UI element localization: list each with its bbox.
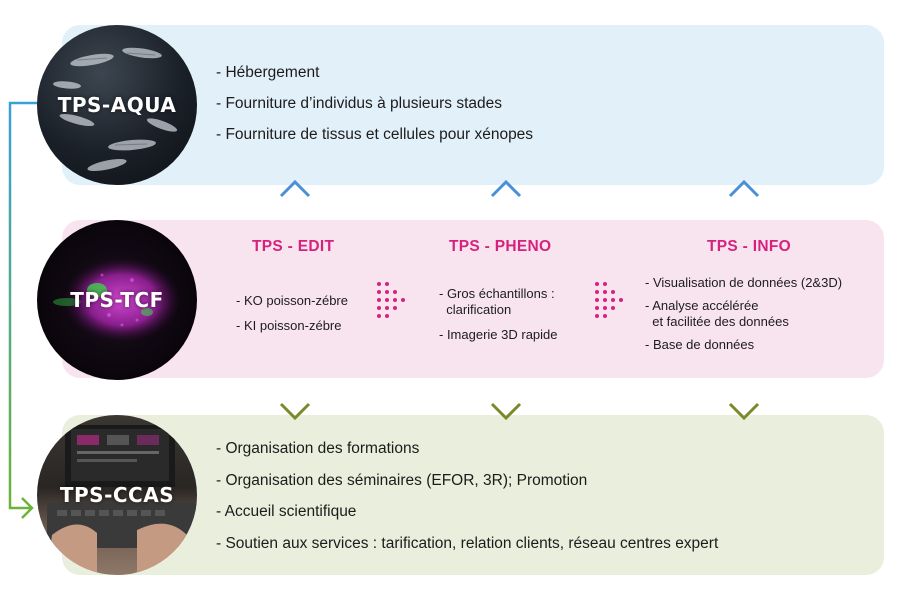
arrow-down-icon: [490, 374, 522, 421]
fluorescent-embryo-image: [53, 258, 180, 342]
arrow-down-icon: [279, 374, 311, 421]
list-item: - Soutien aux services : tarification, r…: [216, 534, 719, 552]
list-item: - Base de données: [645, 337, 755, 352]
pheno-title: TPS - PHENO: [449, 238, 552, 255]
list-item: - Accueil scientifique: [216, 503, 357, 520]
ccas-circle-image: TPS-CCAS: [37, 415, 197, 575]
info-item-list: - Visualisation de données (2&3D) - Anal…: [645, 275, 842, 360]
list-item: - Fourniture d’individus à plusieurs sta…: [216, 95, 503, 112]
aqua-item-list: - Hébergement - Fourniture d’individus à…: [216, 64, 533, 157]
zebrafish-image: [53, 47, 178, 172]
ccas-panel: [62, 415, 884, 575]
tcf-circle-image: TPS-TCF: [37, 220, 197, 380]
list-item: - Gros échantillons : clarification: [439, 286, 555, 317]
info-title: TPS - INFO: [707, 238, 791, 255]
laptop-image: [47, 425, 197, 575]
list-item: - Visualisation de données (2&3D): [645, 275, 843, 290]
chevron-right-dotted-icon: [595, 282, 623, 318]
list-item: - KI poisson-zébre: [236, 318, 342, 333]
chevron-right-dotted-icon: [377, 282, 405, 318]
ccas-label: TPS-CCAS: [59, 483, 175, 507]
list-item: - Organisation des formations: [216, 440, 420, 457]
list-item: - Imagerie 3D rapide: [439, 327, 558, 342]
list-item: - Analyse accélérée et facilitée des don…: [645, 298, 789, 329]
aqua-circle-image: TPS-AQUA: [37, 25, 197, 185]
arrow-up-icon: [728, 179, 760, 226]
tcf-label: TPS-TCF: [70, 288, 164, 312]
arrow-up-icon: [279, 179, 311, 226]
list-item: - Organisation des séminaires (EFOR, 3R)…: [216, 471, 588, 489]
edit-item-list: - KO poisson-zébre - KI poisson-zébre: [236, 293, 348, 343]
arrow-up-icon: [490, 179, 522, 226]
arrow-down-icon: [728, 374, 760, 421]
list-item: - KO poisson-zébre: [236, 293, 348, 308]
ccas-item-list: - Organisation des formations - Organisa…: [216, 440, 718, 566]
list-item: - Hébergement: [216, 64, 320, 81]
tcf-panel: [62, 220, 884, 378]
aqua-panel: [62, 25, 884, 185]
list-item: - Fourniture de tissus et cellules pour …: [216, 126, 534, 143]
edit-title: TPS - EDIT: [252, 238, 335, 255]
pheno-item-list: - Gros échantillons : clarification - Im…: [439, 286, 558, 352]
aqua-label: TPS-AQUA: [57, 93, 177, 117]
